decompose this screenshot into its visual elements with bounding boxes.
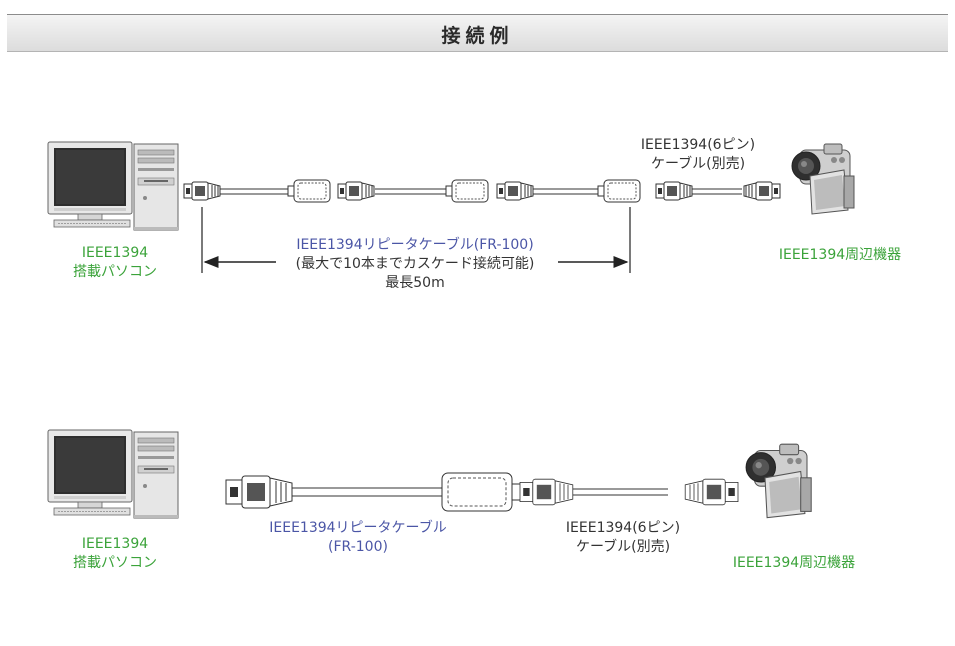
- plug-icon: [225, 475, 293, 509]
- diagram1-camcorder-icon: [791, 143, 855, 215]
- plug-icon: [743, 181, 781, 201]
- diagram1-length-arrow: [201, 207, 631, 273]
- plug-icon: [684, 478, 739, 506]
- diagram1-1394-cable: [655, 181, 781, 201]
- diagram2-device-label-text: IEEE1394周辺機器: [732, 555, 856, 571]
- plug-icon: [337, 181, 375, 201]
- diagram1-repeater-label-line1: IEEE1394リピータケーブル(FR-100): [296, 237, 534, 253]
- page-title: 接続例: [441, 25, 514, 47]
- diagram2-repeater-label-line2: (FR-100): [328, 539, 388, 555]
- diagram2-1394-cable: [519, 478, 739, 506]
- diagram1-repeater-cable: [183, 179, 641, 203]
- diagram1-pc-label-line1: IEEE1394: [81, 245, 149, 261]
- diagram1-pc-label-line2: 搭載パソコン: [73, 264, 157, 280]
- coupler-icon: [597, 179, 641, 203]
- diagram1-cable-label-line2: ケーブル(別売): [650, 156, 746, 172]
- diagram2-repeater-cable: [225, 472, 523, 512]
- diagram1-pc-label: IEEE1394 搭載パソコン: [50, 244, 180, 282]
- diagram2-pc-label-line1: IEEE1394: [81, 536, 149, 552]
- diagram2-cable-label-line2: ケーブル(別売): [575, 539, 671, 555]
- plug-icon: [655, 181, 693, 201]
- diagram1-device-label-text: IEEE1394周辺機器: [778, 247, 902, 263]
- diagram1-cable-label-line1: IEEE1394(6ピン): [640, 137, 756, 153]
- diagram2-pc-label: IEEE1394 搭載パソコン: [50, 535, 180, 573]
- diagram1-repeater-label-line3: 最長50m: [385, 275, 445, 291]
- diagram1-computer-icon: [47, 141, 179, 231]
- diagram2-pc-label-line2: 搭載パソコン: [73, 555, 157, 571]
- coupler-icon: [287, 179, 331, 203]
- plug-icon: [496, 181, 534, 201]
- header-bar: 接続例: [7, 14, 948, 52]
- coupler-icon: [445, 179, 489, 203]
- diagram1-device-label: IEEE1394周辺機器: [752, 246, 928, 265]
- coupler-icon: [441, 472, 523, 512]
- diagram2-repeater-label: IEEE1394リピータケーブル (FR-100): [248, 519, 468, 557]
- diagram2-repeater-label-line1: IEEE1394リピータケーブル: [269, 520, 447, 536]
- diagram2-computer-icon: [47, 429, 179, 519]
- diagram1-cable-label: IEEE1394(6ピン) ケーブル(別売): [628, 136, 768, 174]
- diagram2-device-label: IEEE1394周辺機器: [706, 554, 882, 573]
- diagram2-cable-label-line1: IEEE1394(6ピン): [565, 520, 681, 536]
- diagram1-repeater-label: IEEE1394リピータケーブル(FR-100) (最大で10本までカスケード接…: [240, 236, 590, 293]
- diagram2-camcorder-icon: [745, 443, 812, 519]
- plug-icon: [183, 181, 221, 201]
- diagram2-cable-label: IEEE1394(6ピン) ケーブル(別売): [548, 519, 698, 557]
- plug-icon: [519, 478, 574, 506]
- diagram1-repeater-label-line2: (最大で10本までカスケード接続可能): [295, 256, 535, 272]
